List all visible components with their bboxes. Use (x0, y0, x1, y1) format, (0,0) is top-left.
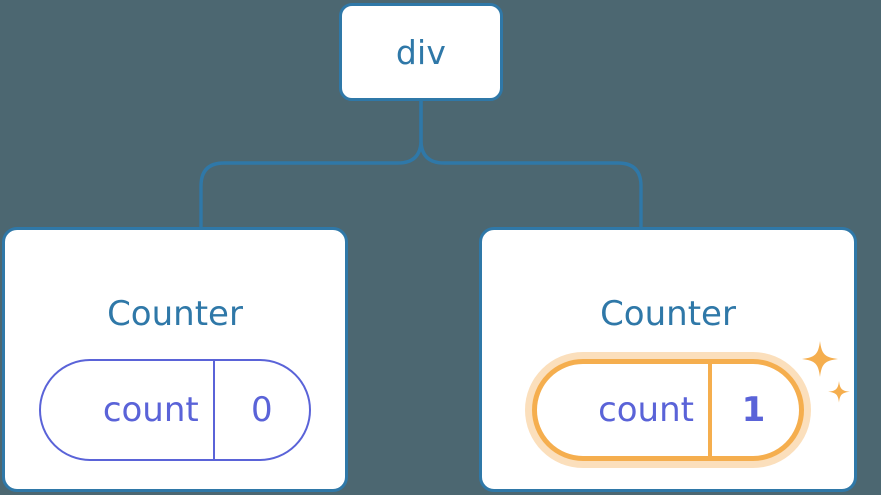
edge-root-to-right (419, 98, 643, 229)
state-value-right: 1 (741, 389, 766, 430)
node-counter-right-label: Counter (600, 293, 736, 334)
sparkle-four-point-small-icon (828, 380, 850, 403)
node-div-label: div (395, 32, 447, 72)
state-pill-left-wrap: count 0 (39, 358, 311, 461)
sparkle-group (802, 340, 850, 403)
edge-root-to-left (199, 98, 423, 229)
state-pill-left[interactable]: count 0 (39, 358, 311, 461)
state-pill-right[interactable]: count 1 (532, 358, 804, 461)
node-counter-right[interactable]: Counter count 1 (479, 227, 857, 492)
node-counter-left-label: Counter (107, 293, 243, 334)
state-key-right: count (537, 363, 712, 456)
sparkle-four-point-icon (802, 340, 838, 377)
state-value-left: 0 (251, 389, 273, 430)
node-counter-left[interactable]: Counter count 0 (2, 227, 348, 492)
state-key-left: count (41, 360, 215, 459)
node-div[interactable]: div (339, 3, 503, 101)
state-pill-right-wrap: count 1 (532, 340, 850, 461)
